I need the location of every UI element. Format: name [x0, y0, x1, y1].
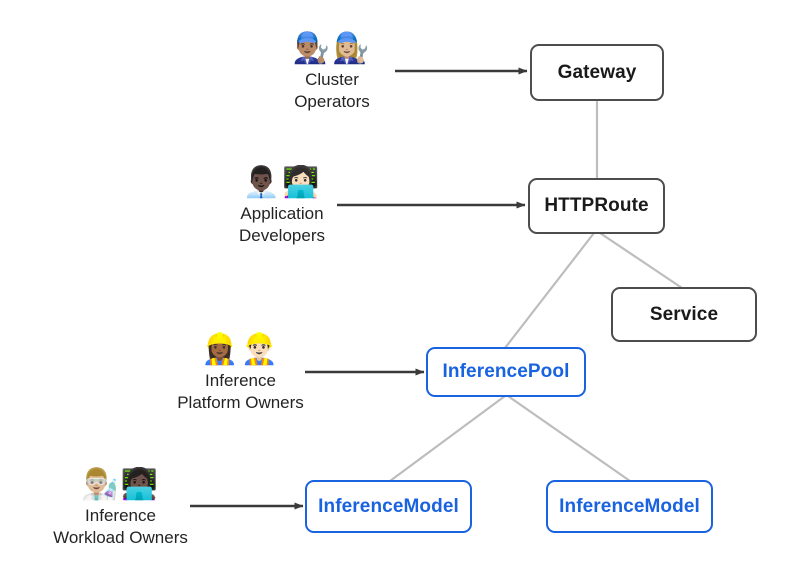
actor-application-developers: 👨🏿‍💼👩🏻‍💻 Application Developers [212, 164, 352, 246]
node-inference-model-left-label: InferenceModel [318, 495, 459, 517]
link-httproute-to-service [598, 231, 684, 290]
link-inferencepool-to-inferencemodel-left [388, 394, 507, 483]
inference-workload-owners-emoji: 👨🏼‍🔬👩🏿‍💻 [81, 468, 160, 501]
cluster-operators-emoji: 👨🏽‍🔧👩🏼‍🔧 [292, 32, 372, 65]
node-inference-model-left[interactable]: InferenceModel [305, 480, 472, 533]
node-service[interactable]: Service [611, 287, 757, 342]
node-service-label: Service [649, 303, 719, 325]
application-developers-label-line2: Developers [239, 226, 325, 245]
node-httproute[interactable]: HTTPRoute [528, 178, 665, 234]
node-gateway[interactable]: Gateway [530, 44, 664, 101]
actor-inference-platform-owners: 👷🏾‍♀️👷🏻‍♂️ Inference Platform Owners [158, 331, 323, 413]
link-inferencepool-to-inferencemodel-right [506, 394, 632, 483]
link-httproute-to-inferencepool [503, 231, 596, 350]
inference-platform-owners-emoji: 👷🏾‍♀️👷🏻‍♂️ [201, 333, 280, 366]
inference-workload-owners-label-line2: Workload Owners [53, 528, 188, 547]
application-developers-label-line1: Application [240, 204, 324, 223]
inference-platform-owners-label-line1: Inference [205, 371, 276, 390]
node-gateway-label: Gateway [557, 61, 637, 83]
node-inference-model-right-label: InferenceModel [559, 495, 700, 517]
cluster-operators-label-line2: Operators [294, 92, 370, 111]
application-developers-emoji: 👨🏿‍💼👩🏻‍💻 [242, 166, 322, 199]
cluster-operators-label-line1: Cluster [305, 70, 359, 89]
node-inference-pool[interactable]: InferencePool [426, 347, 586, 397]
node-inference-pool-label: InferencePool [442, 361, 570, 382]
inference-workload-owners-label-line1: Inference [85, 506, 156, 525]
actor-cluster-operators: 👨🏽‍🔧👩🏼‍🔧 Cluster Operators [272, 30, 392, 112]
node-httproute-label: HTTPRoute [544, 195, 649, 216]
node-inference-model-right[interactable]: InferenceModel [546, 480, 713, 533]
inference-platform-owners-label-line2: Platform Owners [177, 393, 304, 412]
actor-inference-workload-owners: 👨🏼‍🔬👩🏿‍💻 Inference Workload Owners [38, 466, 203, 548]
